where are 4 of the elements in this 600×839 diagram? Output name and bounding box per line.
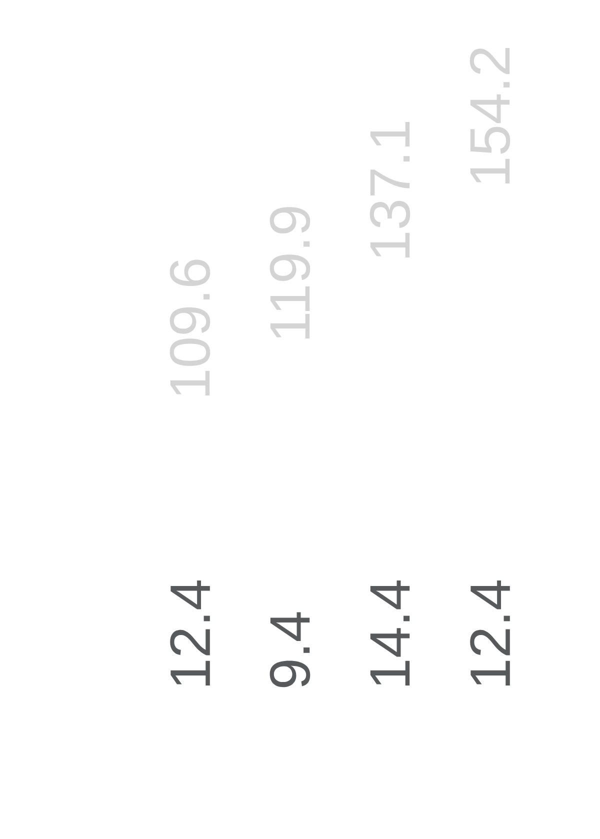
value-label: 14.4 (370, 580, 410, 686)
value-label: 9.4 (270, 612, 310, 688)
value-label: 12.4 (470, 580, 510, 686)
value-label: 12.4 (170, 580, 210, 686)
